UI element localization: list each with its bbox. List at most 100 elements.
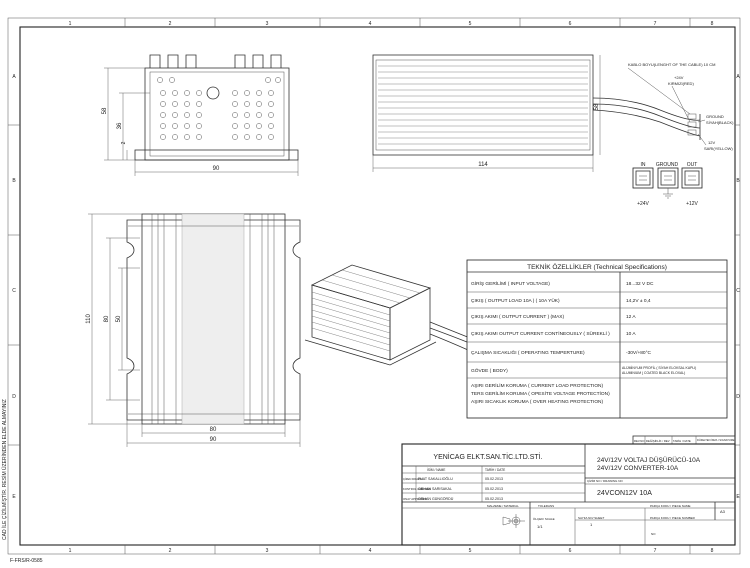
spec-label-output-voltage: ÇIKIŞ ( OUTPUT LOAD 10A ) ( 10A YÜK): [471, 297, 560, 304]
spec-label-continuous-current: ÇIKIŞ AKIMI OUTPUT CURRENT CONTİNEOUSLY …: [471, 330, 610, 337]
front-view: 58 36 2 90: [102, 54, 299, 176]
rev-change-header: DEĞİŞİKLİK / REV: [646, 438, 670, 443]
dim-front-inner: 36: [117, 122, 123, 129]
role-approved: ONAY APPROVED: [403, 497, 427, 501]
specs-table: TEKNİK ÖZELLİKLER (Technical Specificati…: [466, 259, 728, 419]
date-checked: 05.02.2013: [485, 487, 503, 491]
frame-col-3-bottom: 3: [266, 548, 269, 554]
role-drawn: ÇİZEN DRAWN: [403, 476, 423, 481]
side-note: CAD İLE ÇİZİLMİŞTİR. RESİM ÜZERİNDEN ELD…: [1, 399, 8, 540]
front-view-holes: [157, 77, 281, 140]
dim-plan-width-90: 90: [210, 437, 217, 443]
spec-label-input-voltage: GİRİŞ GERİLİMİ ( INPUT VOLTAGE): [471, 280, 550, 287]
form-code: F-FRS/R-0585: [10, 558, 43, 564]
sheet-no-label: SAYFA NO/ SHEET: [578, 516, 604, 520]
frame-row-c: C: [12, 288, 16, 294]
frame-col-7: 7: [654, 21, 657, 27]
wire-positive-label: +24V: [674, 75, 684, 80]
rev-no-header: REV.NO: [634, 439, 645, 443]
frame-row-b: B: [12, 178, 16, 184]
frame-row-e-right: E: [736, 494, 740, 500]
frame-col-7-bottom: 7: [654, 548, 657, 554]
terminal-in-voltage: +24V: [637, 201, 649, 207]
no-label: NO: [651, 532, 656, 536]
drawing-frame: 1 2 3 4 5 6 7 8 1 2 3 4 5 6 7 8 A B C D …: [1, 17, 740, 564]
specs-title: TEKNİK ÖZELLİKLER (Technical Specificati…: [527, 262, 667, 271]
col-date-header: TARİH / DATE: [485, 467, 505, 472]
dim-plan-width-80: 80: [210, 427, 217, 433]
company-name: YENİCAG ELKT.SAN.TİC.LTD.STİ.: [433, 452, 542, 461]
wire-12v-color: SARI(YELLOW): [704, 146, 733, 151]
frame-col-2: 2: [169, 21, 172, 27]
date-drawn: 05.02.2013: [485, 477, 503, 481]
drawing-no: 24VCON12V 10A: [597, 490, 652, 497]
terminal-out-label: OUT: [687, 162, 698, 168]
spec-value-continuous-current: 10 A: [626, 331, 636, 337]
terminal-ground-label: GROUND: [656, 162, 679, 168]
wire-ground-color: SİYAH(BLACK): [706, 120, 734, 125]
name-checked: ORHAN SARISAKAL: [418, 487, 452, 491]
dim-plan-inner-b: 50: [116, 315, 122, 322]
terminal-in-label: IN: [641, 162, 646, 168]
spec-value-operating-temp: -30V/+80°C: [626, 350, 652, 356]
material-label: MALZEME / MATERIAL: [487, 504, 519, 508]
frame-col-5: 5: [469, 21, 472, 27]
plan-view: 110 80 50 80 90: [86, 213, 301, 447]
wire-positive-color: KIRMIZI(RED): [668, 81, 694, 86]
spec-value-body-line1: ALÜMİNYUM PROFİL ( SİYAH ELOKSAL KAPLI): [622, 365, 696, 370]
cable-length-note: KABLO BOYU(LENGHT OF THE CABLE) 10 CM: [628, 62, 715, 67]
projection-symbol-icon: [502, 514, 525, 528]
frame-col-4: 4: [369, 21, 372, 27]
product-title-en: 24V/12V CONVERTER-10A: [597, 465, 679, 472]
dim-front-small: 2: [121, 141, 127, 144]
frame-col-3: 3: [266, 21, 269, 27]
spec-value-output-current: 12 A: [626, 314, 636, 320]
protection-current-load: AŞIRI GERİLİM KORUMA ( CURRENT LOAD PROT…: [471, 382, 604, 389]
dim-plan-height: 110: [86, 314, 92, 324]
rev-date-header: TARİH / DATE: [673, 438, 691, 443]
title-block: YENİCAG ELKT.SAN.TİC.LTD.STİ. 24V/12V VO…: [401, 443, 736, 546]
role-checked: KONTROL CHECKED: [403, 487, 431, 491]
part-code-label: PARÇA KODU / PIECE NUMBER: [650, 516, 696, 520]
tolerance-label: TOLERANS: [538, 504, 554, 508]
ground-symbol-icon: [663, 188, 673, 199]
scale-value: 1/1: [537, 524, 543, 529]
frame-row-d-right: D: [736, 394, 740, 400]
frame-col-5-bottom: 5: [469, 548, 472, 554]
part-no-label: PARÇA KODU / PIECE NAME: [650, 504, 690, 508]
dim-front-width: 90: [213, 166, 220, 172]
wire-ground-label: GROUND: [706, 114, 724, 119]
spec-label-output-current: ÇIKIŞ AKIMI ( OUTPUT CURRENT ) (MAX): [471, 314, 565, 320]
spec-value-body-line2: ALUMINIUM ( COATED BLACK ELOXAL): [622, 371, 685, 375]
name-approved: ORHAN GÜNGÖRDÜ: [418, 497, 454, 501]
protection-over-heating: AŞIRI SICAKLIK KORUMA ( OVER HEATING PRO…: [471, 399, 604, 405]
terminal-out-voltage: +12V: [686, 201, 698, 207]
spec-value-output-voltage: 14,2V ± 0,4: [626, 298, 651, 304]
scale-label: ÖLÇEK/ SCALE: [533, 517, 555, 521]
dim-side-length: 114: [478, 162, 488, 168]
product-title-tr: 24V/12V VOLTAJ DÜŞÜRÜCÜ-10A: [597, 456, 701, 464]
frame-col-6-bottom: 6: [569, 548, 572, 554]
spec-label-operating-temp: ÇALIŞMA SICAKLIĞI ( OPERATING TEMPERTURE…: [471, 349, 585, 356]
revision-table: REV.NO DEĞİŞİKLİK / REV TARİH / DATE DÜZ…: [632, 435, 736, 445]
drawing-no-label: ÇİZİM NO / DRAWING NO: [587, 478, 623, 483]
dim-side-height: 58: [594, 103, 600, 110]
cable-bundle: [592, 97, 701, 137]
spec-value-input-voltage: 18...32 V DC: [626, 281, 654, 287]
date-approved: 05.02.2013: [485, 497, 503, 501]
terminal-block: IN GROUND OUT +24V +12V: [632, 162, 703, 207]
frame-col-2-bottom: 2: [169, 548, 172, 554]
dim-front-height: 58: [102, 107, 108, 114]
dim-plan-inner-a: 80: [104, 315, 110, 322]
frame-row-d: D: [12, 394, 16, 400]
frame-row-a: A: [12, 74, 16, 80]
frame-col-8: 8: [711, 21, 714, 27]
sheet-size: A3: [720, 509, 726, 514]
rev-signature-header: DÜZELTEN İMZA / SIGNATURE: [697, 437, 735, 442]
frame-row-c-right: C: [736, 288, 740, 294]
frame-row-a-right: A: [736, 74, 740, 80]
isometric-view: [304, 264, 473, 366]
name-drawn: FUAT SAKALLIOĞLU: [418, 476, 453, 481]
frame-col-1: 1: [69, 21, 72, 27]
